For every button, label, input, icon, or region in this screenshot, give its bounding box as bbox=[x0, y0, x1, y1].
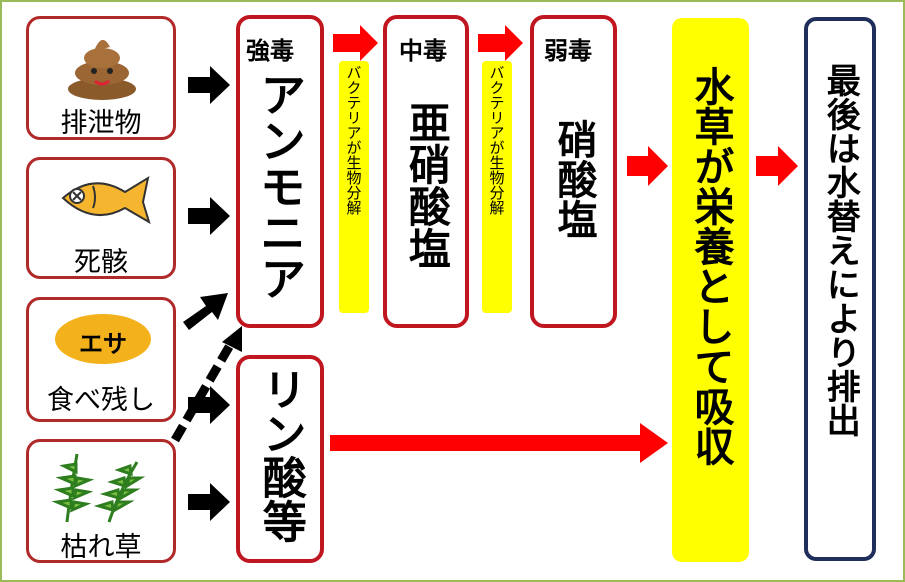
source-leftover-food: エサ 食べ残し bbox=[26, 297, 176, 422]
arrow-plants-to-ammonia-head bbox=[222, 326, 242, 352]
stage-nitrite-toxicity: 中毒 bbox=[399, 37, 447, 65]
arrow-carcass-to-ammonia bbox=[188, 197, 230, 235]
process-tag-second: バクテリアが生物分解 bbox=[482, 61, 512, 313]
aquatic-plant-icon bbox=[51, 453, 146, 523]
arrow-excrement-to-ammonia bbox=[188, 66, 230, 104]
stage-ammonia: 強毒 アンモニア bbox=[236, 15, 324, 328]
stage-nitrate: 弱毒 硝酸塩 bbox=[530, 15, 617, 328]
fish-icon bbox=[61, 175, 151, 225]
source-leftover-food-label: 食べ残し bbox=[47, 385, 155, 416]
food-pellet-icon bbox=[55, 314, 151, 364]
source-carcass-label: 死骸 bbox=[74, 247, 128, 278]
arrow-nitrate-to-absorption bbox=[627, 146, 668, 186]
process-tag-first: バクテリアが生物分解 bbox=[339, 61, 369, 313]
stage-phosphate: リン酸等 bbox=[236, 355, 324, 563]
source-excrement: 排泄物 bbox=[26, 16, 176, 140]
stage-nitrite: 中毒 亜硝酸塩 bbox=[383, 15, 469, 328]
stage-nitrate-toxicity: 弱毒 bbox=[544, 37, 592, 65]
plant-absorption: 水草が栄養として吸収 bbox=[672, 18, 749, 562]
arrow-ammonia-to-nitrite bbox=[333, 25, 378, 61]
arrow-plants-to-ammonia bbox=[171, 337, 237, 443]
stage-phosphate-name: リン酸等 bbox=[254, 367, 306, 543]
source-excrement-label: 排泄物 bbox=[60, 108, 142, 139]
stage-ammonia-name: アンモニア bbox=[253, 71, 307, 301]
arrow-phosphate-to-absorption bbox=[330, 423, 668, 463]
arrow-food-to-ammonia bbox=[183, 293, 228, 330]
arrow-absorption-to-removal bbox=[756, 146, 798, 186]
stage-nitrite-name: 亜硝酸塩 bbox=[402, 101, 452, 269]
arrow-plants-to-phosphate bbox=[188, 483, 230, 521]
source-carcass: 死骸 bbox=[26, 157, 176, 279]
process-tag-first-text: バクテリアが生物分解 bbox=[344, 65, 363, 215]
arrow-nitrite-to-nitrate bbox=[478, 25, 523, 61]
stage-ammonia-toxicity: 強毒 bbox=[246, 37, 294, 65]
source-dead-plants: 枯れ草 bbox=[26, 439, 176, 563]
plant-absorption-text: 水草が栄養として吸収 bbox=[687, 66, 734, 466]
water-change-removal-text: 最後は水替えにより排出 bbox=[820, 63, 861, 437]
food-badge: エサ bbox=[79, 330, 127, 358]
water-change-removal: 最後は水替えにより排出 bbox=[804, 17, 876, 561]
source-dead-plants-label: 枯れ草 bbox=[60, 532, 142, 563]
process-tag-second-text: バクテリアが生物分解 bbox=[487, 65, 506, 215]
stage-nitrate-name: 硝酸塩 bbox=[550, 119, 597, 239]
poop-icon bbox=[68, 39, 136, 100]
arrow-food-to-phosphate bbox=[188, 386, 230, 424]
